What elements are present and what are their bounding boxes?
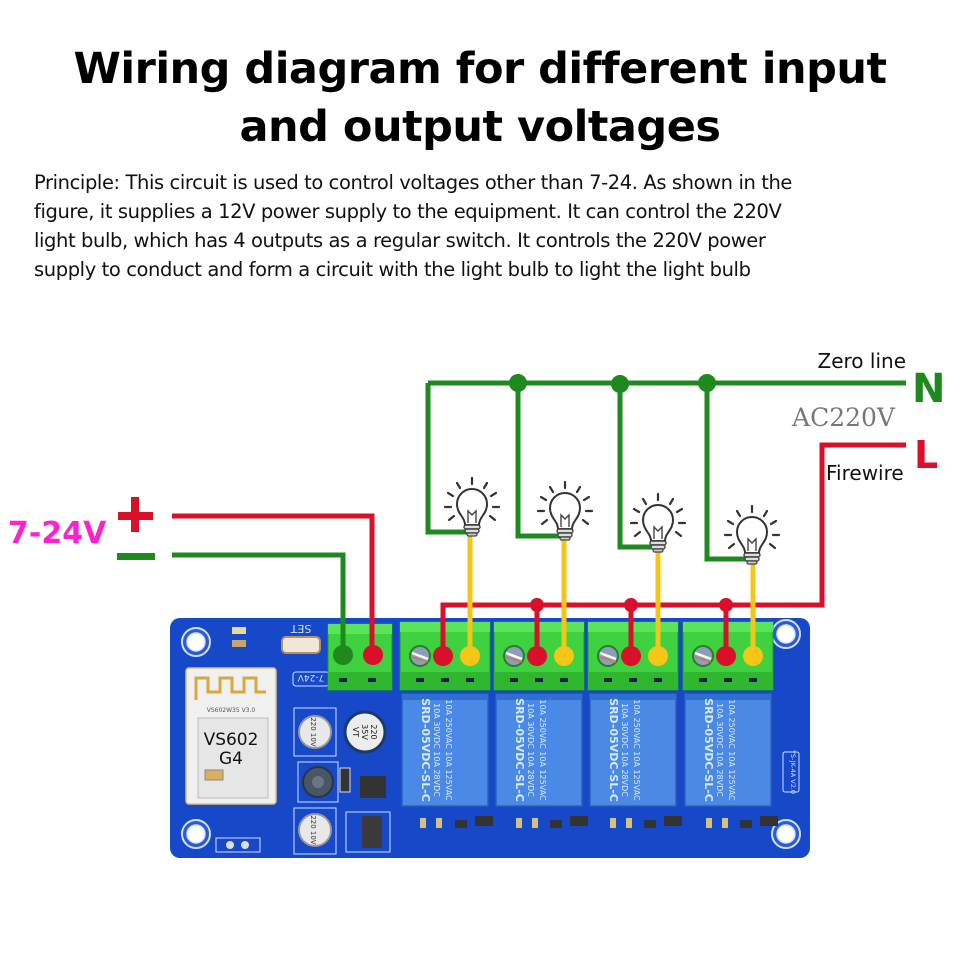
plus-sign-icon [118,497,153,532]
relay-no-terminal [460,646,480,666]
relay-rating-text: SRD-05VDC-SL-C [513,698,526,802]
module-name-line-1: VS602 [204,730,259,750]
live-wire [440,442,906,655]
neutral-junction [611,375,629,393]
mount-hole [181,819,211,849]
relay-com-terminal [716,646,736,666]
relay-no-terminal [648,646,668,666]
light-bulb-icon [629,492,687,554]
svg-text:220 10V: 220 10V [309,815,317,844]
relay-rating-text: 10A 30VDC 10A 28VDC [432,703,441,797]
capacitor-large: 220 35V VT [343,710,387,754]
light-bulb-icon [443,476,501,538]
relay-com-terminal [433,646,453,666]
load-wire [561,536,567,656]
svg-text:220: 220 [369,724,378,739]
principle-line: figure, it supplies a 12V power supply t… [34,200,782,223]
board-version-label: YS-JK-4A V2.0 [789,749,797,794]
relay-rating-text: SRD-05VDC-SL-C [702,698,715,802]
wifi-module: VS602W35 V3.0 VS602 G4 [185,667,277,805]
neutral-N-label: N [912,366,945,412]
module-top-label: VS602W35 V3.0 [207,707,256,714]
relay-rating-text: 10A 250VAC 10A 125VAC [727,699,736,801]
zero-line-label: Zero line [818,349,906,373]
terminal-screw [596,644,620,668]
neutral-wire [425,380,906,562]
diode [339,767,351,793]
input-voltage-label: 7-24V [8,516,107,551]
svg-text:35V: 35V [360,724,369,740]
firewire-label: Firewire [826,461,904,485]
light-bulb-icon [536,480,594,542]
inductor [297,761,339,803]
relay-rating-text: 10A 30VDC 10A 28VDC [715,703,724,797]
load-wire [467,532,473,656]
input-positive-terminal [363,645,383,665]
mount-hole [771,619,801,649]
load-wire [750,560,756,656]
title-line-1: Wiring diagram for different input [73,44,887,94]
capacitor-small: 220 10V [293,707,337,757]
relay-rating-text: 10A 250VAC 10A 125VAC [632,699,641,801]
set-silkscreen: SET [290,622,311,635]
set-button [281,636,321,654]
relay-rating-text: 10A 250VAC 10A 125VAC [538,699,547,801]
ac-voltage-label: AC220V [791,403,896,432]
capacitor-small: 220 10V [293,807,337,855]
principle-line: Principle: This circuit is used to contr… [34,171,793,194]
mount-hole [181,627,211,657]
relay-rating-text: 10A 30VDC 10A 28VDC [620,703,629,797]
relay-no-terminal [554,646,574,666]
terminal-screw [502,644,526,668]
relay-rating-text: SRD-05VDC-SL-C [419,698,432,802]
live-junction [719,598,733,612]
input-negative-wire [172,552,346,655]
smd-resistor [232,640,246,647]
relay-com-terminal [527,646,547,666]
svg-text:220 10V: 220 10V [309,717,317,746]
header-pins [215,837,261,853]
crystal [204,769,224,781]
principle-line: supply to conduct and form a circuit wit… [34,258,751,281]
relay-board: SET VS602W35 V3.0 VS602 G4 7-24V 220 10V… [170,618,810,858]
minus-sign-icon [117,553,155,560]
neutral-junction [509,374,527,392]
light-bulb-icon [723,504,781,566]
input-silkscreen: 7-24V [297,672,324,682]
live-junction [530,598,544,612]
page-title: Wiring diagram for different input and o… [0,40,960,156]
input-negative-terminal [333,645,353,665]
neutral-junction [698,374,716,392]
principle-paragraph: Principle: This circuit is used to contr… [34,168,934,284]
relay-rating-text: SRD-05VDC-SL-C [607,698,620,802]
relay-no-terminal [743,646,763,666]
principle-line: light bulb, which has 4 outputs as a reg… [34,229,766,252]
relay-rating-text: 10A 30VDC 10A 28VDC [526,703,535,797]
terminal-screw [691,644,715,668]
module-name-line-2: G4 [219,749,243,769]
svg-text:VT: VT [351,727,360,737]
live-L-label: L [914,433,938,477]
relay-com-terminal [621,646,641,666]
input-positive-wire [172,513,375,655]
smd-led [232,627,246,634]
voltage-regulator [362,816,382,848]
ic-chip [360,776,386,798]
terminal-screw [408,644,432,668]
live-junction [624,598,638,612]
relay-rating-text: 10A 250VAC 10A 125VAC [444,699,453,801]
title-line-2: and output voltages [239,102,721,152]
